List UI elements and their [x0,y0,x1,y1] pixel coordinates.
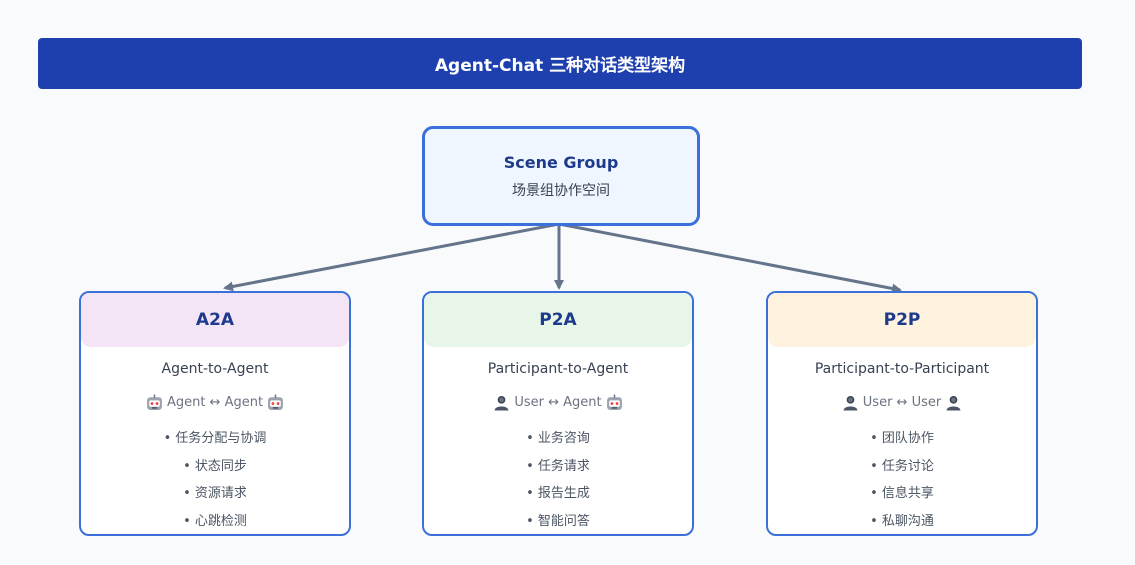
title-banner: Agent-Chat 三种对话类型架构 [38,38,1082,89]
arrow-to-p2p [558,222,902,294]
scene-group-subtitle: 场景组协作空间 [512,182,610,199]
list-item: • 任务讨论 [870,458,934,474]
list-item: • 任务分配与协调 [163,431,267,446]
card-subtitle: Participant-to-Agent [487,361,629,377]
person-icon [842,394,859,411]
scene-group-title: Scene Group [503,152,619,172]
feature-list: • 任务分配与协调 • 状态同步 • 资源请求 • 心跳检测 [81,425,349,534]
card-a2a: A2A Agent-to-Agent Agent ↔ Agent • 任务分配与… [79,291,351,536]
card-header: P2P [768,293,1036,347]
list-item: • 信息共享 [870,486,934,501]
scene-group-node: Scene Group 场景组协作空间 [422,126,700,226]
card-roles: User ↔ User [768,394,1036,411]
card-p2p: P2P Participant-to-Participant User ↔ Us… [766,291,1038,536]
list-item: • 私聊沟通 [870,513,934,529]
feature-list: • 团队协作 • 任务讨论 • 信息共享 • 私聊沟通 [768,425,1036,534]
card-header: A2A [81,293,349,347]
card-roles: Agent ↔ Agent [81,394,349,411]
card-title: P2P [883,310,921,330]
list-item: • 团队协作 [870,431,934,446]
list-item: • 智能问答 [526,513,590,529]
roles-text: User ↔ Agent [514,395,602,410]
card-p2a: P2A Participant-to-Agent User ↔ Agent • … [422,291,694,536]
diagram-title: Agent-Chat 三种对话类型架构 [434,56,686,76]
roles-text: Agent ↔ Agent [166,395,264,410]
roles-text: User ↔ User [862,395,942,410]
list-item: • 任务请求 [526,458,590,474]
card-roles: User ↔ Agent [424,394,692,411]
list-item: • 资源请求 [183,486,247,501]
card-subtitle: Participant-to-Participant [814,361,990,377]
person-icon [493,394,510,411]
card-header: P2A [424,293,692,347]
feature-list: • 业务咨询 • 任务请求 • 报告生成 • 智能问答 [424,425,692,534]
robot-icon [146,394,163,411]
card-title: A2A [195,310,235,330]
card-title: P2A [539,310,577,330]
person-icon [945,394,962,411]
list-item: • 报告生成 [526,486,590,501]
list-item: • 业务咨询 [526,431,590,446]
robot-icon [267,394,284,411]
card-subtitle: Agent-to-Agent [161,361,269,377]
arrow-to-a2a [223,222,560,292]
list-item: • 心跳检测 [183,513,247,529]
robot-icon [606,394,623,411]
list-item: • 状态同步 [183,458,247,474]
